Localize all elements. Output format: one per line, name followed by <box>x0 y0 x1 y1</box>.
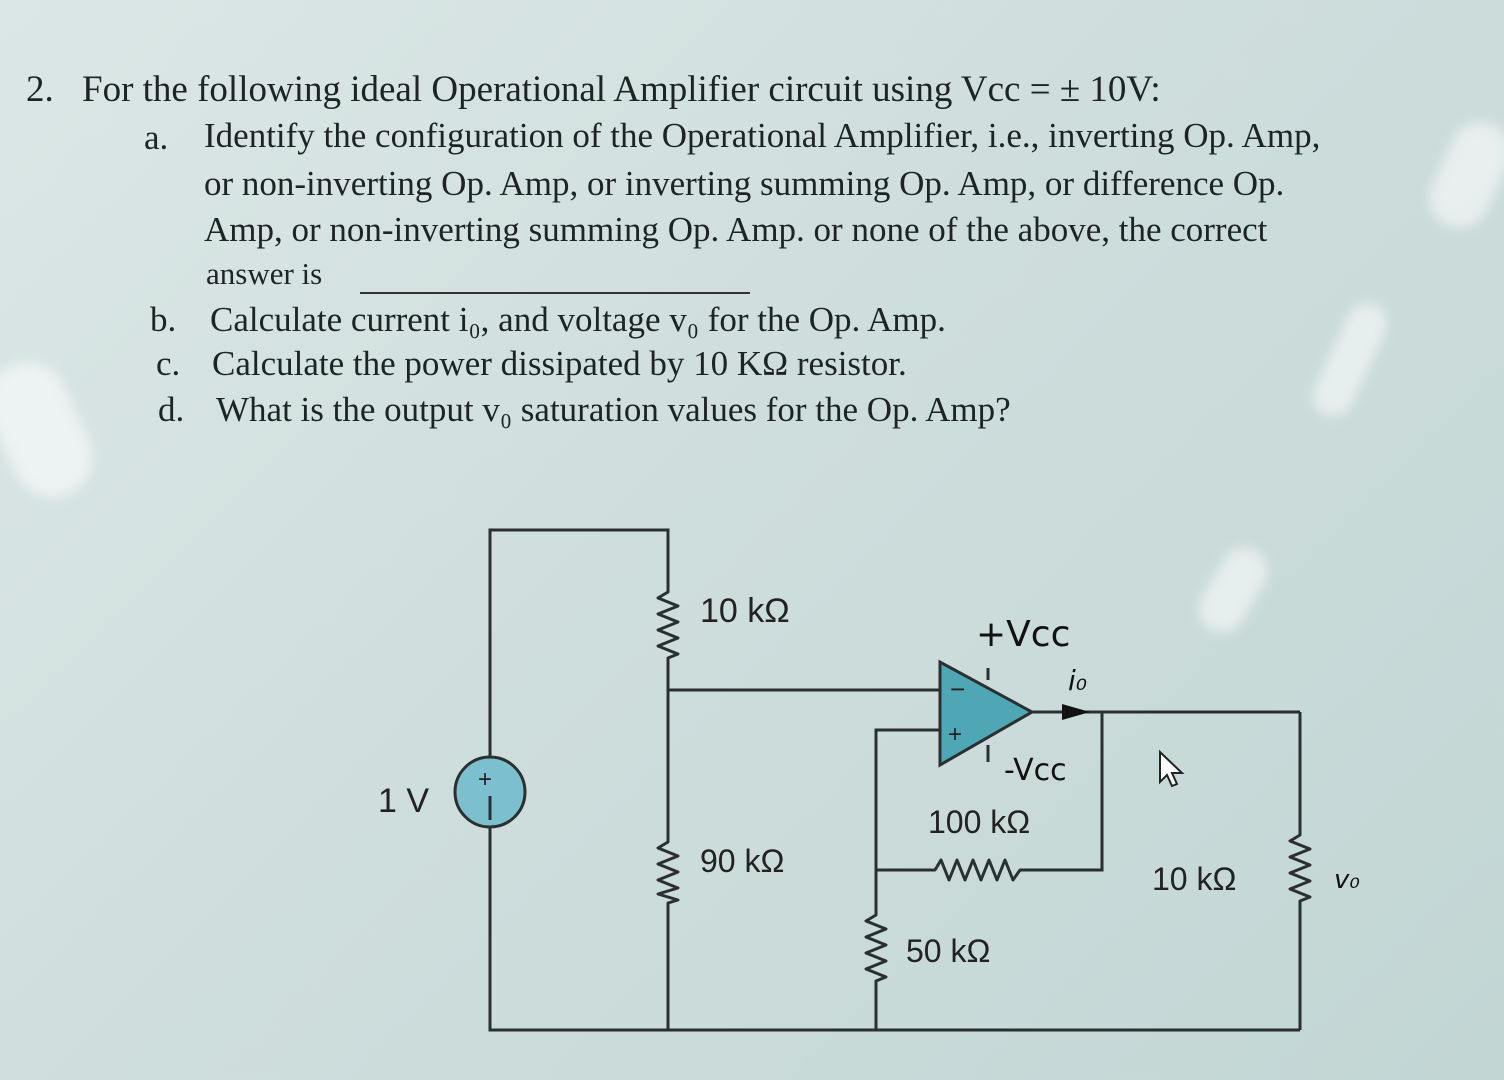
part-d-text: What is the output v₀ saturation values … <box>216 390 1011 429</box>
current-arrow-icon <box>1062 704 1090 720</box>
part-a-line-1: Identify the configuration of the Operat… <box>204 116 1321 155</box>
vcc-negative-label: -Vcc <box>1004 753 1067 788</box>
part-a-line-4: answer is <box>206 256 323 291</box>
rl-label: 10 kΩ <box>1152 861 1236 897</box>
resistor-100k <box>928 858 1040 882</box>
wire-top-left <box>488 528 670 757</box>
part-b-text: Calculate current i₀, and voltage v₀ for… <box>210 300 946 339</box>
part-d-label: d. <box>158 390 185 429</box>
part-a-line-2: or non-inverting Op. Amp, or inverting s… <box>204 164 1285 203</box>
r1-label: 10 kΩ <box>700 592 790 630</box>
answer-blank <box>360 292 750 294</box>
resistor-50k <box>864 908 888 985</box>
wire-to-noninverting-input <box>874 728 940 870</box>
question-stem: For the following ideal Operational Ampl… <box>82 69 1161 110</box>
cursor-arrow-icon <box>1159 749 1185 788</box>
source-label: 1 V <box>378 782 429 820</box>
rf-label: 100 kΩ <box>928 804 1030 840</box>
output-voltage-label: v₀ <box>1334 865 1360 895</box>
part-a-label: a. <box>144 118 169 157</box>
part-c-label: c. <box>156 344 181 383</box>
r2-label: 90 kΩ <box>700 843 784 879</box>
rg-label: 50 kΩ <box>906 933 990 969</box>
part-c-text: Calculate the power dissipated by 10 KΩ … <box>212 344 907 383</box>
wire-100k-right <box>1040 712 1104 872</box>
resistor-90k <box>656 835 680 905</box>
question-number: 2. <box>26 69 54 110</box>
source-plus-sign: + <box>478 766 492 793</box>
part-b-label: b. <box>150 300 177 339</box>
vcc-positive-label: +Vcc <box>976 614 1070 655</box>
circuit-wires <box>488 528 1302 1032</box>
opamp-noninverting-sign: + <box>948 721 962 748</box>
part-a-line-3: Amp, or non-inverting summing Op. Amp. o… <box>204 210 1268 249</box>
current-label: i₀ <box>1068 664 1087 697</box>
wire-bottom-left <box>488 827 670 1032</box>
resistor-10k-load <box>1288 828 1312 905</box>
opamp-inverting-sign: − <box>950 674 965 704</box>
voltage-source-icon <box>453 755 527 829</box>
opamp-symbol <box>938 659 1036 768</box>
resistor-10k-input <box>656 585 680 665</box>
